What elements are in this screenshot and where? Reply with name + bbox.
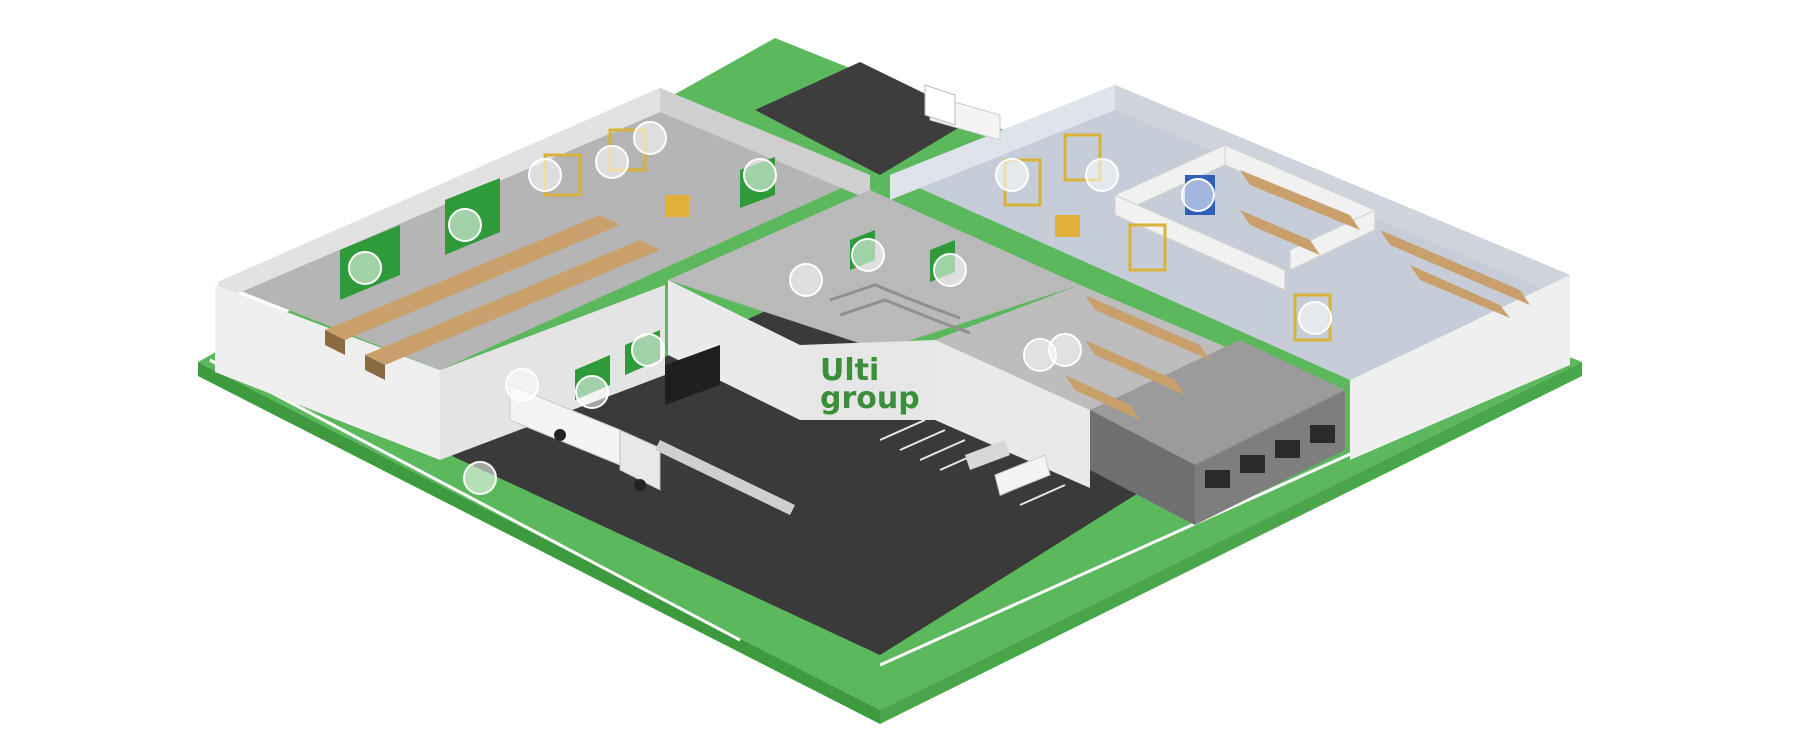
door-top-left-3-hotspot-marker[interactable] [595, 145, 629, 179]
door-cold-blue-hotspot-marker[interactable] [1085, 158, 1119, 192]
dock-leveler-hotspot-marker[interactable] [463, 461, 497, 495]
left-hall-back-wall [218, 88, 660, 302]
left-hall-front-wall [215, 285, 440, 460]
ramp [655, 440, 795, 515]
mid-right-front-wall [935, 340, 1090, 488]
cold-storage-floor [890, 85, 1570, 380]
dock-2-hotspot-marker[interactable] [575, 375, 609, 409]
office-side [1195, 390, 1345, 525]
office-roof [1090, 340, 1345, 465]
cold-storage-back-wall [890, 85, 1115, 200]
brand-line-2: group [820, 381, 920, 416]
brand-line-1: Ulti [820, 353, 879, 388]
center-hall-front-wall-2 [800, 340, 935, 420]
racks-left-hall [325, 215, 660, 380]
door-cold-2-hotspot-marker[interactable] [1181, 178, 1215, 212]
truck-dock [509, 384, 661, 491]
container [665, 345, 720, 405]
racks-cold-storage [1240, 170, 1530, 318]
partition-walls [1114, 144, 1376, 291]
door-top-left-1-hotspot-marker[interactable] [633, 121, 667, 155]
left-hall-right-wall [660, 88, 870, 200]
dock-3-hotspot-marker[interactable] [631, 333, 665, 367]
office-front [1090, 410, 1195, 525]
asphalt-yard-top [755, 62, 975, 175]
door-left-green-1-hotspot-marker[interactable] [448, 208, 482, 242]
racks-mid-right [1065, 295, 1210, 420]
conveyor-system [829, 283, 971, 335]
grass-base-edge [198, 362, 880, 724]
forklift-icon [665, 195, 1080, 237]
door-mid-right-2-hotspot-marker[interactable] [1048, 333, 1082, 367]
left-hall-floor [218, 88, 870, 370]
curb-line-left [209, 358, 741, 642]
truck-top [924, 84, 1001, 141]
door-center-2-hotspot-marker[interactable] [851, 238, 885, 272]
parked-vehicles [965, 440, 1051, 496]
asphalt-yard [450, 300, 1175, 655]
door-top-left-4-hotspot-marker[interactable] [743, 158, 777, 192]
cold-storage-right-wall [1115, 85, 1570, 300]
door-left-green-2-hotspot-marker[interactable] [348, 251, 382, 285]
cold-storage-front-wall [1350, 275, 1570, 460]
hotspot-layer [348, 121, 1332, 495]
door-cold-1-hotspot-marker[interactable] [995, 158, 1029, 192]
center-hall-front-wall [668, 280, 800, 420]
door-center-1-hotspot-marker[interactable] [789, 263, 823, 297]
left-hall-side-wall [440, 285, 665, 460]
dock-1-hotspot-marker[interactable] [505, 368, 539, 402]
door-cold-3-hotspot-marker[interactable] [1298, 301, 1332, 335]
door-top-left-2-hotspot-marker[interactable] [528, 158, 562, 192]
grass-base-edge-right [880, 362, 1582, 724]
office-windows [1205, 425, 1335, 488]
door-center-3-hotspot-marker[interactable] [933, 253, 967, 287]
